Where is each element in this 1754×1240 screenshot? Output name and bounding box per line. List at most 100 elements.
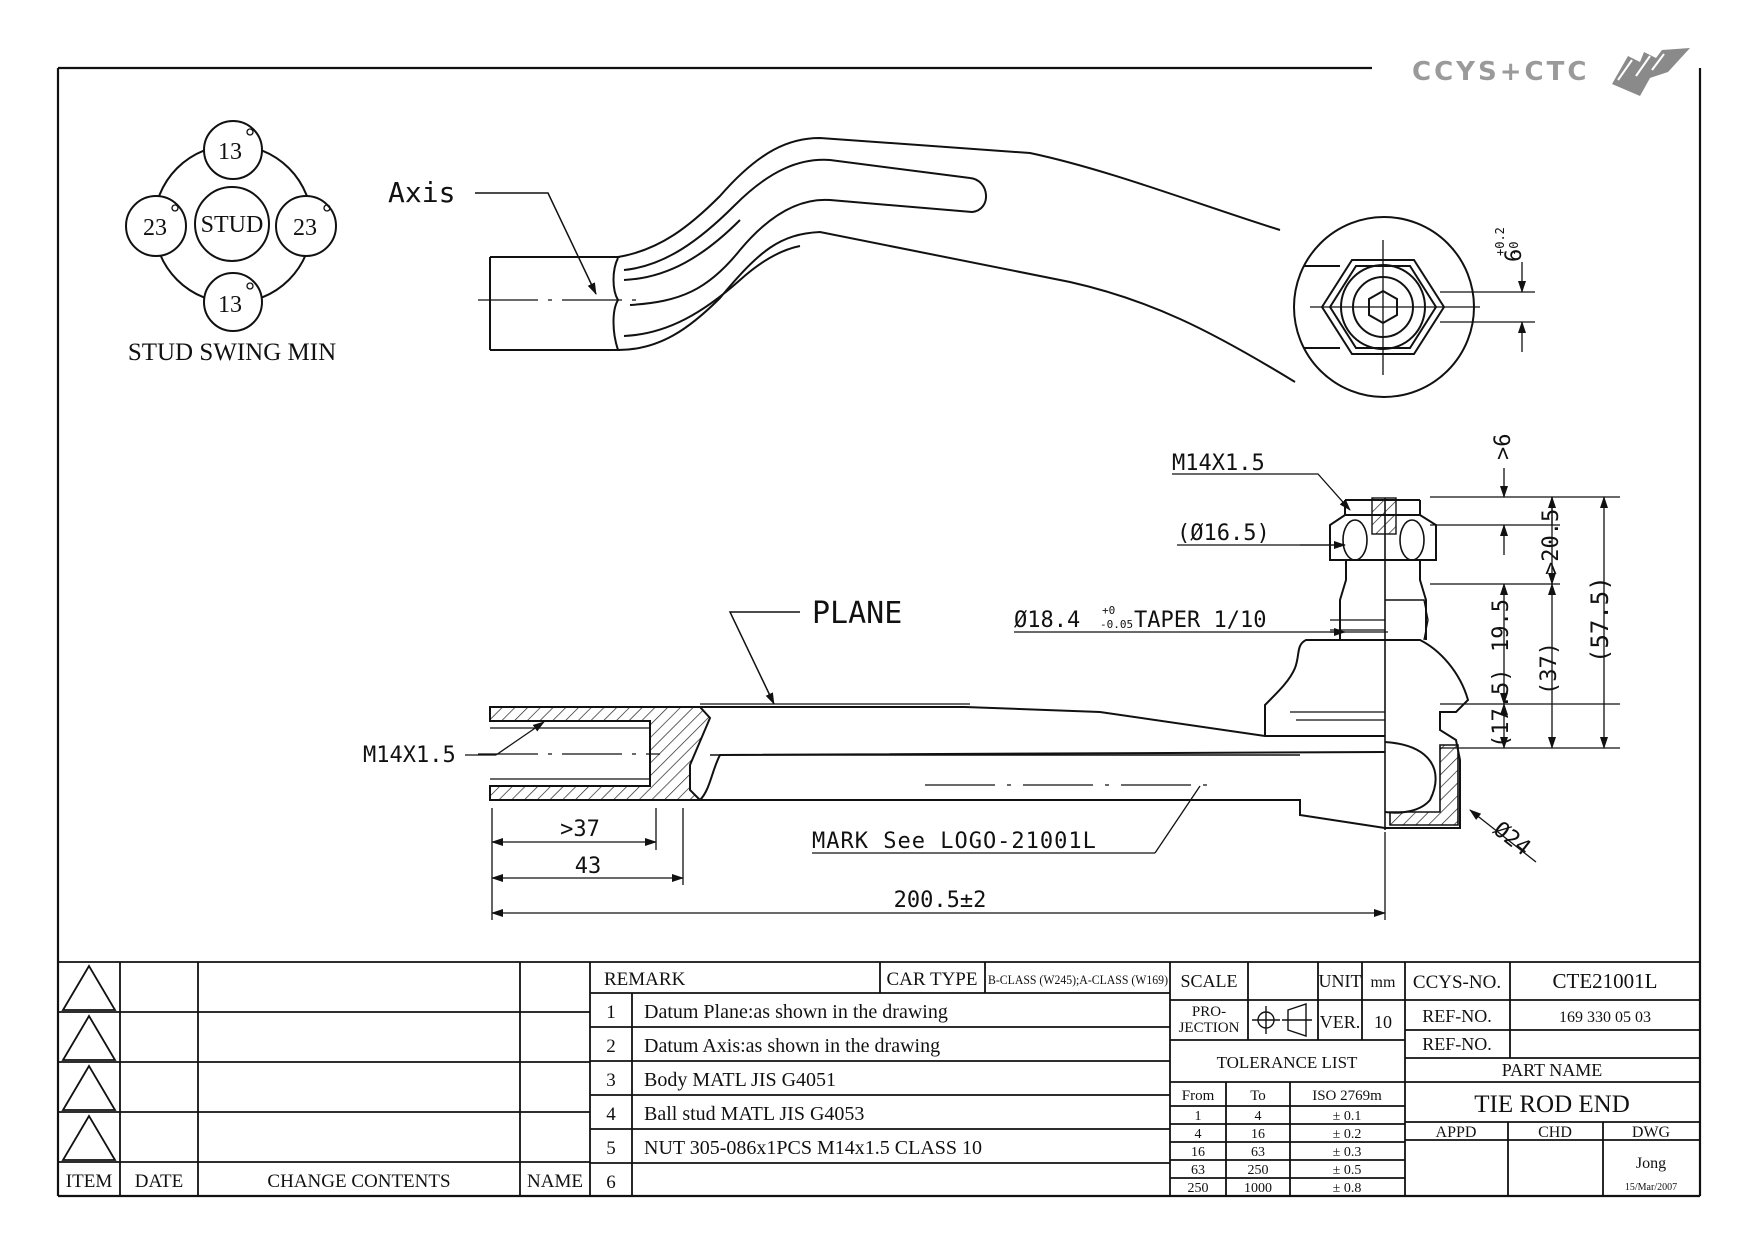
ccys-label: CCYS-NO. xyxy=(1413,972,1501,993)
part-name-label: PART NAME xyxy=(1502,1060,1602,1080)
dim-total-label: 200.5±2 xyxy=(894,888,987,913)
unit-value: mm xyxy=(1371,974,1396,991)
dim-175-label: (17.5) xyxy=(1489,669,1514,748)
remark-number: 1 xyxy=(606,1002,616,1023)
stud-swing-diagram xyxy=(125,120,337,332)
dim-205-label: >20.5 xyxy=(1539,509,1564,575)
dim-hex-6 xyxy=(1440,262,1535,352)
remark-number: 4 xyxy=(606,1104,616,1125)
ver-label: VER. xyxy=(1320,1012,1361,1032)
car-type-value: B-CLASS (W245);A-CLASS (W169) xyxy=(988,972,1168,987)
swing-circle-left xyxy=(125,195,187,257)
remark-text: Datum Plane:as shown in the drawing xyxy=(644,1001,948,1023)
dim-6-tol-dn: -0 xyxy=(1507,242,1521,256)
taper-tol-up: +0 xyxy=(1102,604,1115,617)
tolerance-rows: 1 4 ± 0.1 4 16 ± 0.2 16 63 ± 0.3 63 250 ± 0.5 250 100… xyxy=(1188,1109,1362,1196)
dwg-date: 15/Mar/2007 xyxy=(1625,1182,1677,1193)
revision-triangles xyxy=(61,964,117,1161)
part-name-value: TIE ROD END xyxy=(1474,1091,1630,1118)
ref1-label: REF-NO. xyxy=(1422,1006,1492,1026)
axis-label: Axis xyxy=(388,176,455,209)
plane-label: PLANE xyxy=(812,596,902,631)
title-block-grid xyxy=(58,961,1700,1196)
swing-title: STUD SWING MIN xyxy=(128,339,336,366)
unit-label: UNIT xyxy=(1319,971,1362,991)
projection-symbol-icon xyxy=(1252,1003,1312,1037)
tol-to: 1000 xyxy=(1244,1181,1272,1196)
car-type-label: CAR TYPE xyxy=(887,969,978,990)
tol-value: ± 0.3 xyxy=(1333,1145,1362,1160)
swing-top-value: 13 xyxy=(218,139,242,165)
thread-top-label: M14X1.5 xyxy=(1172,451,1265,476)
rev-header-name: NAME xyxy=(527,1171,583,1192)
remark-number: 5 xyxy=(606,1138,616,1159)
taper-ratio-label: TAPER 1/10 xyxy=(1134,608,1266,633)
chd-label: CHD xyxy=(1538,1124,1572,1141)
tol-from-header: From xyxy=(1182,1088,1215,1104)
ref2-label: REF-NO. xyxy=(1422,1034,1492,1054)
remark-text: Body MATL JIS G4051 xyxy=(644,1069,836,1091)
logo-text: CCYS+CTC xyxy=(1412,57,1589,87)
taper-tol-dn: -0.05 xyxy=(1100,618,1133,631)
company-logo: CCYS+CTC xyxy=(1412,48,1690,96)
tol-from: 4 xyxy=(1195,1127,1202,1142)
tol-to: 4 xyxy=(1255,1109,1262,1124)
projection-line1: PRO- xyxy=(1192,1004,1226,1020)
remark-number: 2 xyxy=(606,1036,616,1057)
tol-from: 16 xyxy=(1191,1145,1205,1160)
remark-number: 3 xyxy=(606,1070,616,1091)
swing-right-value: 23 xyxy=(293,215,317,241)
mark-label: MARK See LOGO-21001L xyxy=(812,829,1097,854)
remark-text: Datum Axis:as shown in the drawing xyxy=(644,1035,940,1057)
tol-to: 16 xyxy=(1251,1127,1265,1142)
top-view xyxy=(489,136,1475,398)
tol-value: ± 0.1 xyxy=(1333,1109,1362,1124)
taper-dia-label: Ø18.4 xyxy=(1014,608,1080,633)
swing-circle-top xyxy=(203,120,263,180)
remark-rows: 1 Datum Plane:as shown in the drawing 2 Dat… xyxy=(606,1001,982,1193)
remark-text: Ball stud MATL JIS G4053 xyxy=(644,1103,864,1125)
dim-195-label: 19.5 xyxy=(1489,599,1514,652)
bottom-dims xyxy=(491,808,1386,920)
scale-label: SCALE xyxy=(1180,971,1237,991)
dim-6-value: 6 xyxy=(1502,249,1527,262)
sheet-frame xyxy=(56,66,1702,1198)
tolerance-title: TOLERANCE LIST xyxy=(1217,1053,1358,1072)
rev-header-date: DATE xyxy=(135,1171,184,1192)
dim-575-label: (57.5) xyxy=(1586,576,1614,663)
remark-header: REMARK xyxy=(604,969,686,990)
tol-from: 1 xyxy=(1195,1109,1202,1124)
dim-37v-label: (37) xyxy=(1537,642,1562,695)
remark-number: 6 xyxy=(606,1172,616,1193)
dim-gt37-label: >37 xyxy=(560,817,600,842)
side-view xyxy=(489,497,1470,830)
dwg-name: Jong xyxy=(1636,1155,1666,1172)
ref1-value: 169 330 05 03 xyxy=(1559,1009,1651,1026)
tol-value: ± 0.8 xyxy=(1333,1181,1362,1196)
swing-bottom-value: 13 xyxy=(218,292,242,318)
tol-value: ± 0.5 xyxy=(1333,1163,1362,1178)
swing-left-value: 23 xyxy=(143,215,167,241)
appd-label: APPD xyxy=(1436,1124,1477,1141)
right-dims xyxy=(1430,468,1620,749)
degree-marks xyxy=(171,128,331,290)
tol-value: ± 0.2 xyxy=(1333,1127,1362,1142)
remark-text: NUT 305-086x1PCS M14x1.5 CLASS 10 xyxy=(644,1137,982,1159)
tol-from: 250 xyxy=(1188,1181,1209,1196)
rev-header-item: ITEM xyxy=(66,1171,113,1192)
dia-165-label: (Ø16.5) xyxy=(1177,521,1270,546)
rev-header-contents: CHANGE CONTENTS xyxy=(267,1171,450,1192)
tol-to: 63 xyxy=(1251,1145,1265,1160)
tol-std-header: ISO 2769m xyxy=(1312,1088,1382,1104)
dim-6-tol-up: +0.2 xyxy=(1493,227,1507,256)
plane-leader xyxy=(728,611,800,705)
tol-from: 63 xyxy=(1191,1163,1205,1178)
dwg-label: DWG xyxy=(1632,1124,1671,1141)
tol-to: 250 xyxy=(1248,1163,1269,1178)
swing-center-label: STUD xyxy=(201,212,264,238)
swing-circle-center xyxy=(194,186,270,262)
swing-circle-right xyxy=(275,195,337,257)
thread-left-label: M14X1.5 xyxy=(363,743,456,768)
tol-to-header: To xyxy=(1250,1088,1266,1104)
ver-value: 10 xyxy=(1374,1012,1392,1032)
